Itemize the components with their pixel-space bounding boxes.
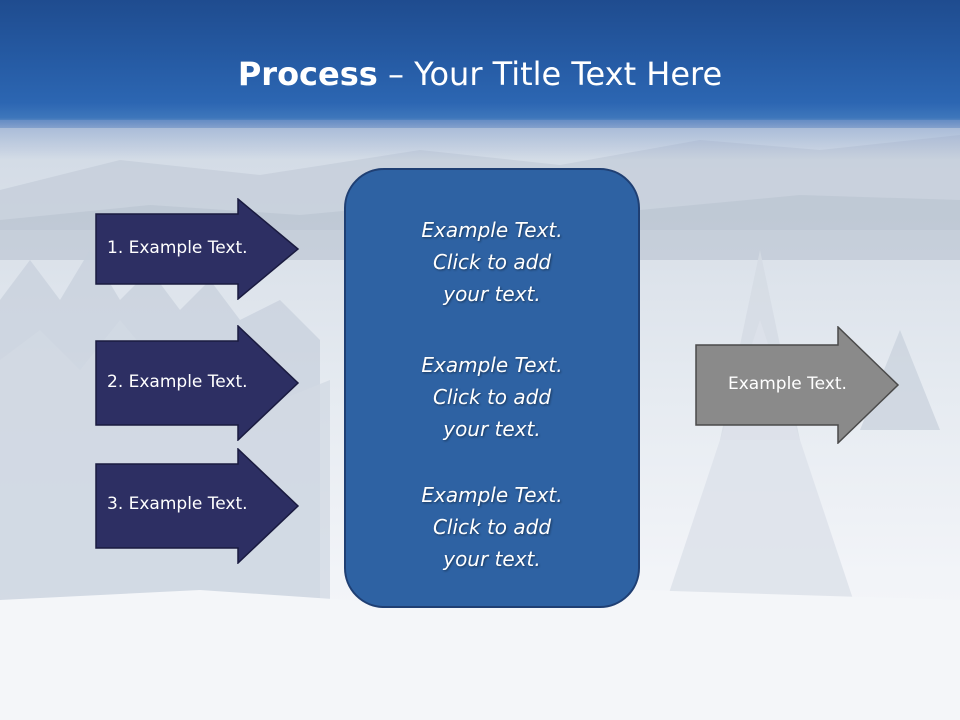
output-arrow-shape	[695, 326, 900, 444]
step-arrow-shape	[95, 448, 300, 564]
block-line-2: Click to add	[432, 250, 552, 274]
block-line-1: Example Text.	[421, 218, 563, 242]
title-bar	[0, 0, 960, 128]
block-line-1: Example Text.	[421, 483, 563, 507]
center-process-box[interactable]: Example Text. Click to add your text. Ex…	[344, 168, 640, 608]
step-arrow-1[interactable]: 1. Example Text.	[95, 198, 300, 300]
block-line-1: Example Text.	[421, 353, 563, 377]
block-line-2: Click to add	[432, 385, 552, 409]
center-text-block-2[interactable]: Example Text. Click to add your text.	[346, 349, 638, 445]
step-arrow-2[interactable]: 2. Example Text.	[95, 325, 300, 441]
slide-title[interactable]: Process – Your Title Text Here	[0, 52, 960, 96]
step-arrow-shape	[95, 198, 300, 300]
title-bar-fade	[0, 120, 960, 160]
step-label: 1. Example Text.	[107, 238, 248, 258]
block-line-3: your text.	[443, 547, 541, 571]
step-arrow-3[interactable]: 3. Example Text.	[95, 448, 300, 564]
center-text-block-1[interactable]: Example Text. Click to add your text.	[346, 214, 638, 310]
step-label: 3. Example Text.	[107, 494, 248, 514]
center-text-block-3[interactable]: Example Text. Click to add your text.	[346, 479, 638, 575]
block-line-3: your text.	[443, 282, 541, 306]
slide-title-bold: Process	[237, 55, 378, 93]
slide-title-rest: – Your Title Text Here	[377, 55, 723, 93]
block-line-3: your text.	[443, 417, 541, 441]
step-label: 2. Example Text.	[107, 372, 248, 392]
block-line-2: Click to add	[432, 515, 552, 539]
step-arrow-shape	[95, 325, 300, 441]
output-arrow[interactable]: Example Text.	[695, 326, 900, 444]
output-label: Example Text.	[728, 374, 847, 394]
